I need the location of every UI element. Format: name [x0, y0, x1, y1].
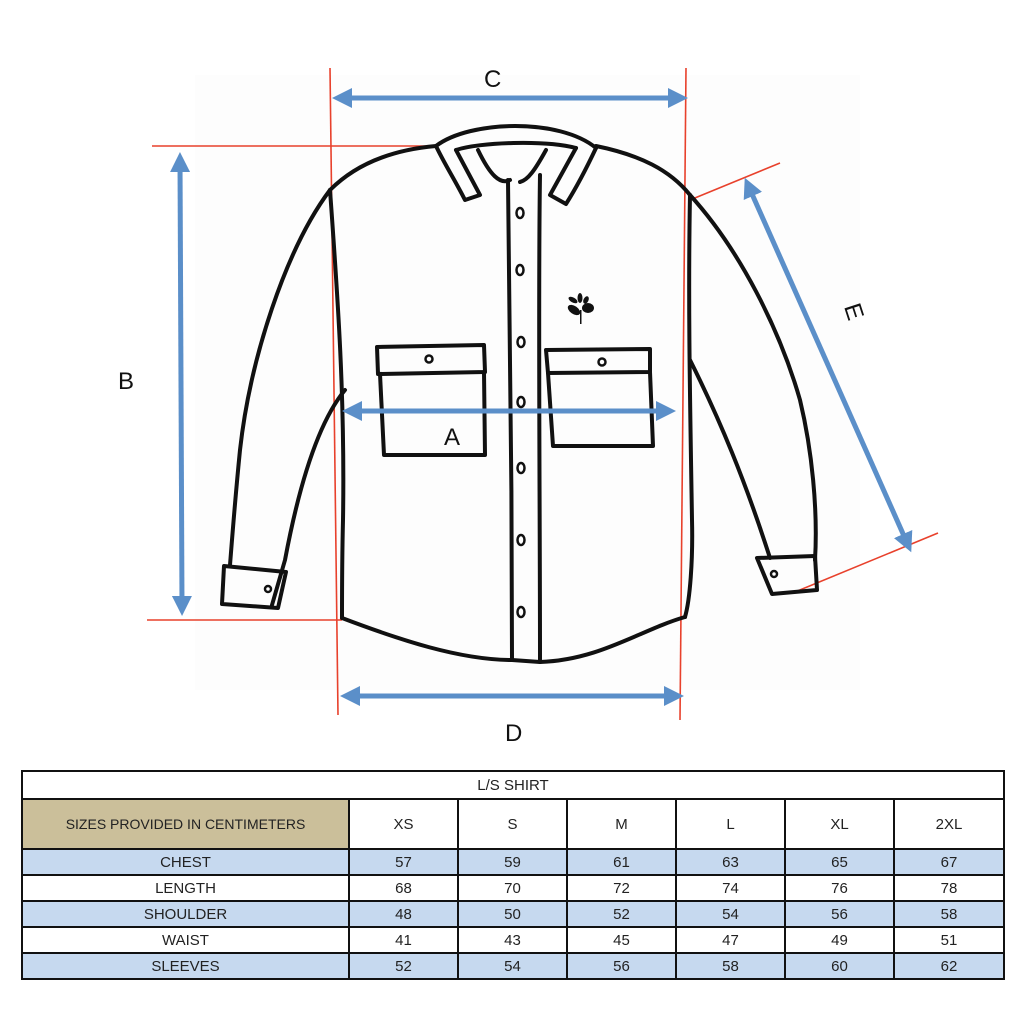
- cell-value: 50: [457, 900, 568, 928]
- cell-value: 67: [892, 848, 1006, 876]
- row-label: CHEST: [21, 848, 350, 876]
- size-header: M: [566, 798, 677, 850]
- cell-value: 49: [784, 926, 895, 954]
- size-header: XS: [348, 798, 459, 850]
- table-title-row: L/S SHIRT: [20, 770, 1006, 800]
- cell-value: 70: [457, 874, 568, 902]
- units-label: SIZES PROVIDED IN CENTIMETERS: [21, 798, 350, 850]
- table-row: WAIST 41 43 45 47 49 51: [21, 926, 1006, 954]
- cell-value: 72: [566, 874, 677, 902]
- cell-value: 76: [784, 874, 895, 902]
- dimension-label-d: D: [505, 720, 523, 747]
- dimension-label-b: B: [118, 368, 135, 395]
- size-chart-table: L/S SHIRT SIZES PROVIDED IN CENTIMETERS …: [20, 770, 1006, 980]
- leaf-logo-icon: [567, 293, 594, 324]
- cell-value: 65: [784, 848, 895, 876]
- table-row: CHEST 57 59 61 63 65 67: [21, 848, 1006, 876]
- cell-value: 48: [348, 900, 459, 928]
- cell-value: 57: [348, 848, 459, 876]
- cell-value: 59: [457, 848, 568, 876]
- row-label: WAIST: [21, 926, 350, 954]
- table-row: SLEEVES 52 54 56 58 60 62: [21, 952, 1006, 980]
- row-label: SLEEVES: [21, 952, 350, 980]
- shirt-outline-icon: [147, 67, 939, 721]
- size-header: XL: [784, 798, 895, 850]
- size-header: 2XL: [892, 798, 1006, 850]
- cell-value: 41: [348, 926, 459, 954]
- cell-value: 43: [457, 926, 568, 954]
- cell-value: 56: [784, 900, 895, 928]
- size-header: S: [457, 798, 568, 850]
- dimension-label-c: C: [484, 66, 502, 93]
- cell-value: 58: [675, 952, 786, 980]
- cell-value: 54: [675, 900, 786, 928]
- size-header: L: [675, 798, 786, 850]
- cell-value: 45: [566, 926, 677, 954]
- cell-value: 52: [566, 900, 677, 928]
- cell-value: 74: [675, 874, 786, 902]
- cell-value: 78: [892, 874, 1006, 902]
- table-row: LENGTH 68 70 72 74 76 78: [21, 874, 1006, 902]
- cell-value: 52: [348, 952, 459, 980]
- cell-value: 68: [348, 874, 459, 902]
- cell-value: 56: [566, 952, 677, 980]
- dimension-label-a: A: [444, 424, 461, 451]
- cell-value: 54: [457, 952, 568, 980]
- cell-value: 63: [675, 848, 786, 876]
- cell-value: 61: [566, 848, 677, 876]
- table-header-row: SIZES PROVIDED IN CENTIMETERS XS S M L X…: [21, 798, 1006, 850]
- cell-value: 62: [892, 952, 1006, 980]
- row-label: LENGTH: [21, 874, 350, 902]
- table-row: SHOULDER 48 50 52 54 56 58: [21, 900, 1006, 928]
- cell-value: 60: [784, 952, 895, 980]
- table-title: L/S SHIRT: [20, 770, 1006, 800]
- cell-value: 51: [892, 926, 1006, 954]
- cell-value: 47: [675, 926, 786, 954]
- row-label: SHOULDER: [21, 900, 350, 928]
- shirt-measurement-diagram: C B A D E: [118, 66, 939, 747]
- cell-value: 58: [892, 900, 1006, 928]
